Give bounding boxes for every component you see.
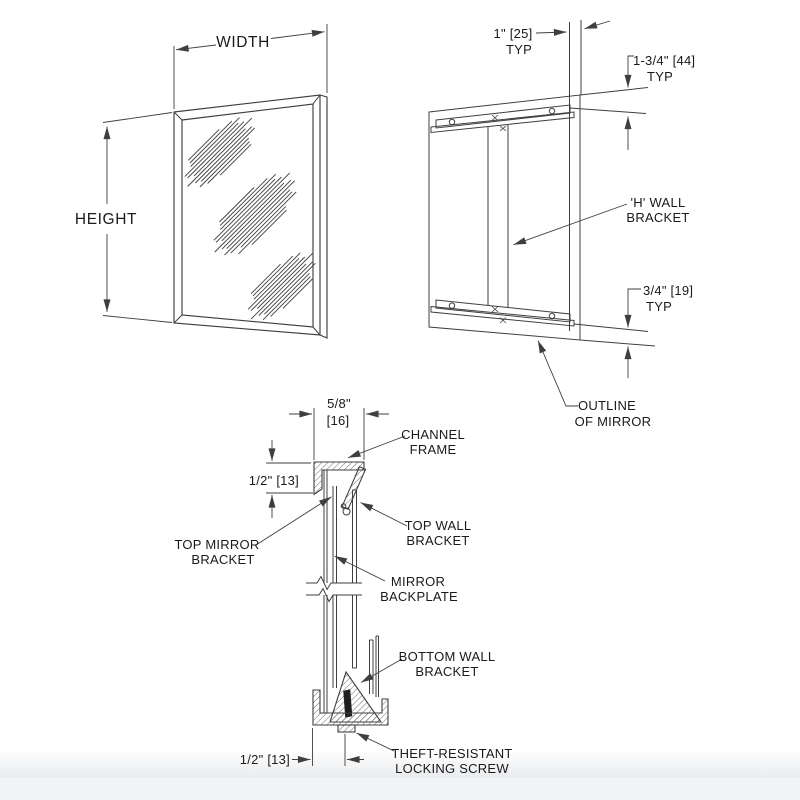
- top-mirror-bracket-profile: [340, 465, 367, 516]
- width-dimension: [173, 24, 328, 109]
- front-view-mirror: WIDTH HEIGHT: [75, 24, 328, 339]
- edge-offset-dim-typ: TYP: [506, 42, 532, 57]
- outline-label-1: OUTLINE: [578, 398, 636, 413]
- top-mirror-bracket-label-1: TOP MIRROR: [174, 537, 259, 552]
- bottom-bracket-dim-typ: TYP: [646, 299, 672, 314]
- mirror-backplate-label-2: BACKPLATE: [380, 589, 458, 604]
- bottom-wall-bracket-leader: [360, 658, 403, 683]
- mirror-backplate-lines: [332, 486, 337, 688]
- theft-screw-label-2: LOCKING SCREW: [395, 761, 509, 776]
- channel-frame-label-2: FRAME: [410, 442, 457, 457]
- top-wall-bracket-profile: [352, 489, 357, 669]
- top-wall-bracket-leader: [360, 502, 408, 527]
- mirror-reflection-hatching: [184, 117, 316, 321]
- depth-dim-text: 5/8": [327, 396, 351, 411]
- top-bracket-dim-typ: TYP: [647, 69, 673, 84]
- edge-offset-dim-text: 1" [25]: [494, 26, 533, 41]
- h-bracket-label-1: 'H' WALL: [631, 195, 686, 210]
- mirror-backplate-leader: [334, 555, 386, 582]
- outline-leader: [537, 340, 578, 407]
- bottom-wall-bracket-profile: [329, 635, 383, 723]
- bottom-bracket-dimension: [624, 288, 641, 378]
- page-bottom-band: [0, 750, 800, 800]
- channel-frame-leader: [347, 435, 406, 459]
- mirror-backplate-label-1: MIRROR: [391, 574, 445, 589]
- channel-frame-label-1: CHANNEL: [401, 427, 465, 442]
- width-label: WIDTH: [216, 34, 270, 51]
- height-label: HEIGHT: [75, 211, 137, 228]
- channel-frame-top-profile: [313, 461, 365, 496]
- edge-offset-dimension: [535, 20, 611, 36]
- top-bracket-dimension: [624, 55, 634, 150]
- h-bracket-leader: [513, 203, 628, 246]
- bottom-wall-bracket-label-2: BRACKET: [415, 664, 478, 679]
- locking-screw-head: [337, 724, 356, 733]
- mirror-outline: [428, 20, 656, 347]
- top-lip-dimension: [266, 440, 313, 518]
- top-lip-dim-text: 1/2" [13]: [249, 473, 299, 488]
- rear-view-mirror-brackets: 1" [25] TYP 1-3/4" [44] TYP 'H' WALL BRA…: [428, 20, 695, 429]
- depth-dim-mm: [16]: [327, 413, 350, 428]
- top-bracket-dim-text: 1-3/4" [44]: [633, 53, 695, 68]
- height-dimension: [102, 112, 173, 323]
- section-detail-view: 5/8" [16] CHANNEL FRAME 1/2" [13] TOP MI…: [174, 396, 512, 776]
- top-wall-bracket-label-2: BRACKET: [406, 533, 469, 548]
- h-bracket-label-2: BRACKET: [626, 210, 689, 225]
- theft-screw-label-1: THEFT-RESISTANT: [391, 746, 512, 761]
- top-mirror-bracket-leader: [255, 496, 332, 546]
- bottom-wall-bracket-label-1: BOTTOM WALL: [399, 649, 496, 664]
- theft-screw-leader: [356, 732, 395, 752]
- bottom-lip-dimension: [292, 728, 364, 766]
- top-wall-bracket-label-1: TOP WALL: [405, 518, 472, 533]
- top-mirror-bracket-label-2: BRACKET: [191, 552, 254, 567]
- mirror-frame: [173, 94, 328, 339]
- mirror-glass-lines: [323, 470, 328, 713]
- h-wall-bracket: [430, 104, 649, 332]
- bottom-bracket-dim-text: 3/4" [19]: [643, 283, 693, 298]
- section-break-lines: [306, 575, 362, 603]
- bottom-lip-dim-text: 1/2" [13]: [240, 752, 290, 767]
- outline-label-2: OF MIRROR: [575, 414, 652, 429]
